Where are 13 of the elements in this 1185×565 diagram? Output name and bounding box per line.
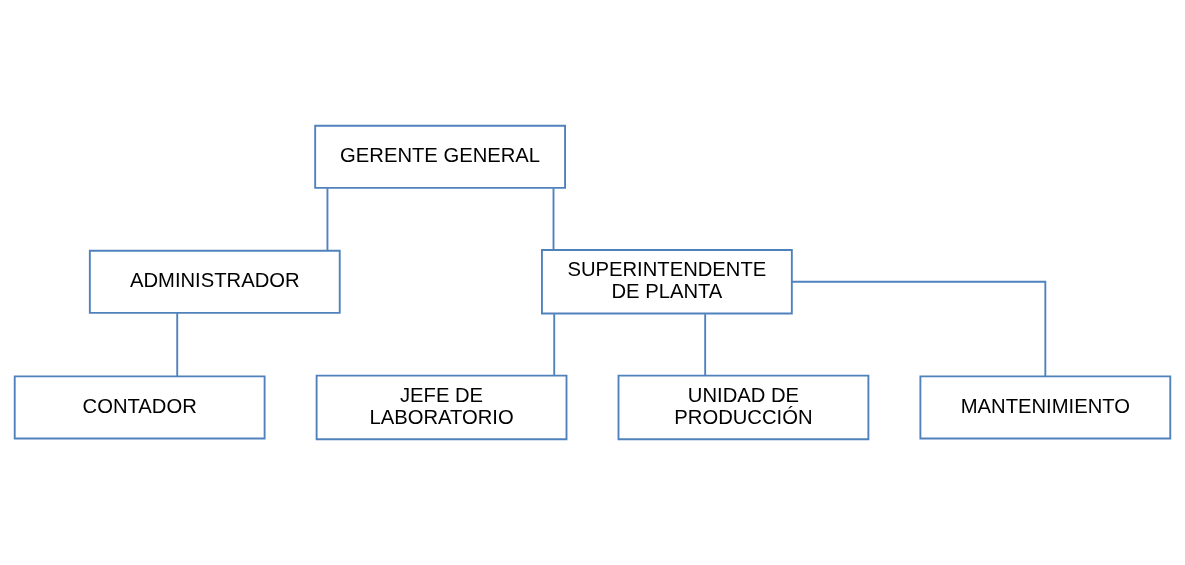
node-box: SUPERINTENDENTE DE PLANTA — [541, 249, 793, 315]
node-box: ADMINISTRADOR — [88, 249, 341, 314]
connector — [326, 187, 329, 252]
connector — [704, 313, 707, 377]
node-box: JEFE DE LABORATORIO — [315, 374, 568, 441]
node-box: CONTADOR — [13, 375, 266, 440]
connector — [176, 311, 179, 378]
connector — [553, 313, 556, 377]
node-box: UNIDAD DE PRODUCCIÓN — [617, 374, 870, 441]
connector — [552, 187, 555, 251]
connector — [790, 280, 1047, 378]
node-box: GERENTE GENERAL — [314, 124, 566, 189]
node-box: MANTENIMIENTO — [919, 375, 1172, 440]
